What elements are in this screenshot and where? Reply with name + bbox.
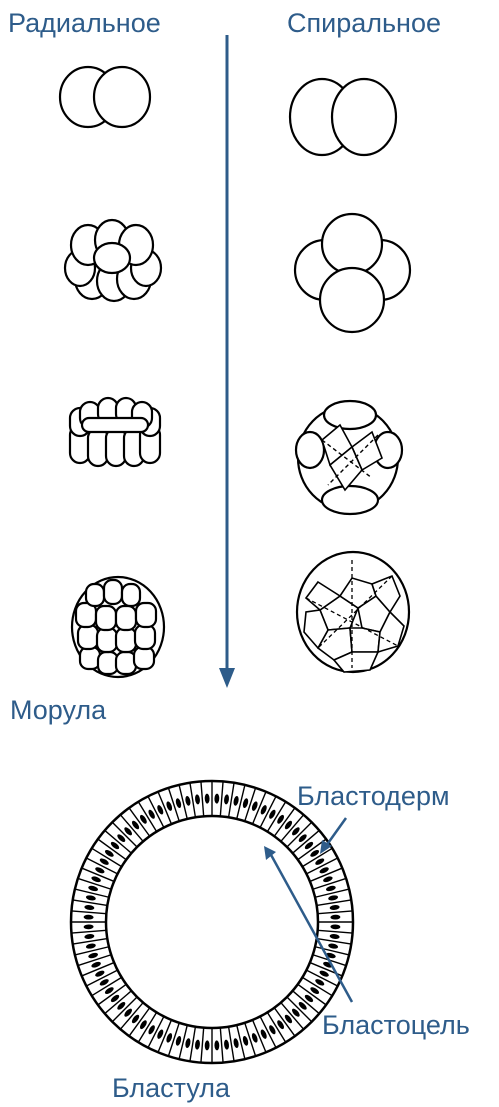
spiral-2-cell — [290, 79, 396, 155]
time-arrow-head — [219, 668, 235, 688]
blastocoel-cavity — [106, 816, 318, 1028]
spiral-morula — [297, 552, 409, 672]
radial-2-cell — [60, 67, 150, 127]
blastoderm-pointer — [326, 818, 346, 846]
radial-8-cell — [65, 220, 161, 301]
spiral-8-cell — [296, 401, 402, 514]
radial-16-cell — [70, 398, 160, 466]
radial-morula — [72, 577, 164, 677]
blastula — [71, 781, 353, 1063]
spiral-4-cell — [295, 214, 410, 332]
